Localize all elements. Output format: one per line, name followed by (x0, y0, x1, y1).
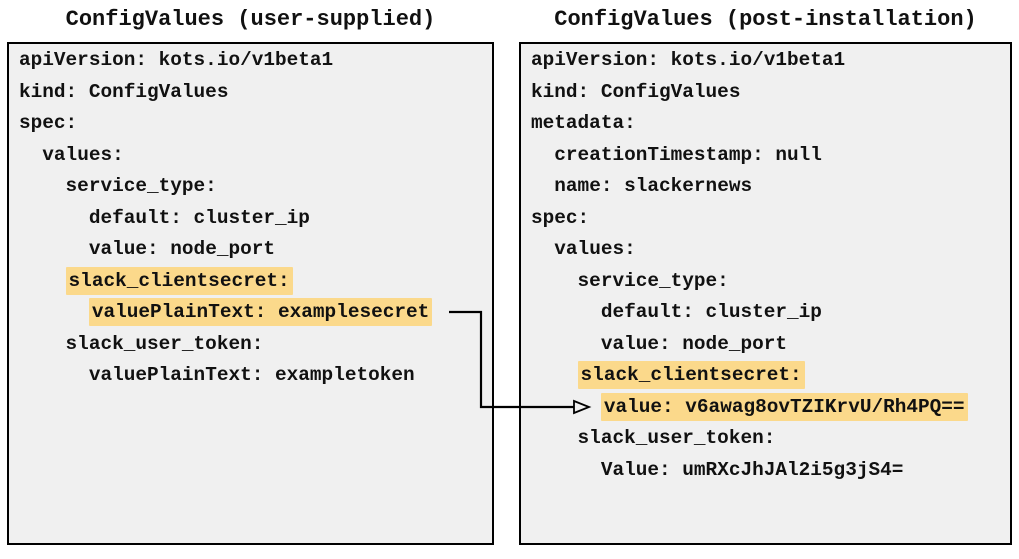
code-text: Value: umRXcJhJAl2i5g3jS4= (600, 458, 904, 481)
code-text: value: v6awag8ovTZIKrvU/Rh4PQ== (600, 392, 968, 421)
code-indent (531, 238, 554, 260)
code-text: values: (42, 143, 124, 166)
code-indent (531, 427, 578, 449)
code-line: apiVersion: kots.io/v1beta1 (19, 45, 492, 77)
code-line: value: node_port (531, 329, 1010, 361)
code-line: values: (531, 234, 1010, 266)
code-indent (19, 144, 42, 166)
code-text: kind: ConfigValues (531, 80, 741, 103)
code-line: spec: (531, 203, 1010, 235)
code-line: slack_user_token: (19, 329, 492, 361)
code-indent (531, 175, 554, 197)
code-text: creationTimestamp: null (554, 143, 822, 166)
code-text: valuePlainText: exampletoken (88, 364, 415, 386)
code-indent (19, 175, 66, 197)
code-indent (19, 364, 89, 386)
left-code-lines: apiVersion: kots.io/v1beta1 kind: ConfigV… (19, 45, 492, 392)
code-indent (531, 396, 601, 418)
code-line: spec: (19, 108, 492, 140)
code-text: service_type: (577, 269, 729, 292)
code-text: valuePlainText: examplesecret (88, 298, 433, 326)
code-line: value: v6awag8ovTZIKrvU/Rh4PQ== (531, 392, 1010, 424)
code-line: slack_clientsecret: (19, 266, 492, 298)
code-text: apiVersion: kots.io/v1beta1 (531, 49, 846, 71)
code-line: name: slackernews (531, 171, 1010, 203)
code-text: spec: (19, 112, 78, 134)
code-indent (19, 270, 66, 292)
code-text: metadata: (531, 112, 636, 134)
right-code-lines: apiVersion: kots.io/v1beta1 kind: ConfigV… (531, 45, 1010, 486)
code-line: creationTimestamp: null (531, 140, 1010, 172)
code-line: slack_clientsecret: (531, 360, 1010, 392)
code-line: Value: umRXcJhJAl2i5g3jS4= (531, 455, 1010, 487)
code-line: metadata: (531, 108, 1010, 140)
code-text: slack_clientsecret: (65, 266, 293, 295)
code-text: slack_user_token: (577, 427, 776, 449)
code-indent (531, 333, 601, 355)
code-indent (531, 364, 578, 386)
code-text: name: slackernews (554, 175, 753, 197)
code-line: slack_user_token: (531, 423, 1010, 455)
code-line: default: cluster_ip (531, 297, 1010, 329)
code-indent (19, 301, 89, 323)
left-panel-title: ConfigValues (user-supplied) (65, 7, 436, 32)
code-text: value: node_port (88, 238, 276, 260)
code-indent (531, 270, 578, 292)
code-text: value: node_port (600, 332, 788, 355)
code-text: spec: (531, 206, 590, 229)
code-line: kind: ConfigValues (531, 77, 1010, 109)
code-line: default: cluster_ip (19, 203, 492, 235)
code-text: slack_user_token: (65, 332, 264, 355)
code-indent (19, 238, 89, 260)
code-text: slack_clientsecret: (577, 361, 805, 389)
code-line: values: (19, 140, 492, 172)
code-line: kind: ConfigValues (19, 77, 492, 109)
code-line: apiVersion: kots.io/v1beta1 (531, 45, 1010, 77)
code-text: service_type: (65, 175, 217, 197)
code-indent (531, 301, 601, 323)
code-indent (19, 207, 89, 229)
code-line: service_type: (531, 266, 1010, 298)
config-box-user-supplied: apiVersion: kots.io/v1beta1 kind: ConfigV… (7, 42, 494, 545)
code-line: value: node_port (19, 234, 492, 266)
code-line: valuePlainText: examplesecret (19, 297, 492, 329)
code-text: default: cluster_ip (600, 301, 822, 323)
right-panel-title: ConfigValues (post-installation) (554, 7, 977, 32)
code-line: service_type: (19, 171, 492, 203)
config-box-post-installation: apiVersion: kots.io/v1beta1 kind: ConfigV… (519, 42, 1012, 545)
code-text: kind: ConfigValues (19, 80, 229, 103)
code-text: apiVersion: kots.io/v1beta1 (19, 49, 334, 71)
code-indent (19, 333, 66, 355)
code-text: default: cluster_ip (88, 206, 310, 229)
code-indent (531, 144, 554, 166)
code-indent (531, 459, 601, 481)
code-text: values: (554, 238, 636, 260)
code-line: valuePlainText: exampletoken (19, 360, 492, 392)
